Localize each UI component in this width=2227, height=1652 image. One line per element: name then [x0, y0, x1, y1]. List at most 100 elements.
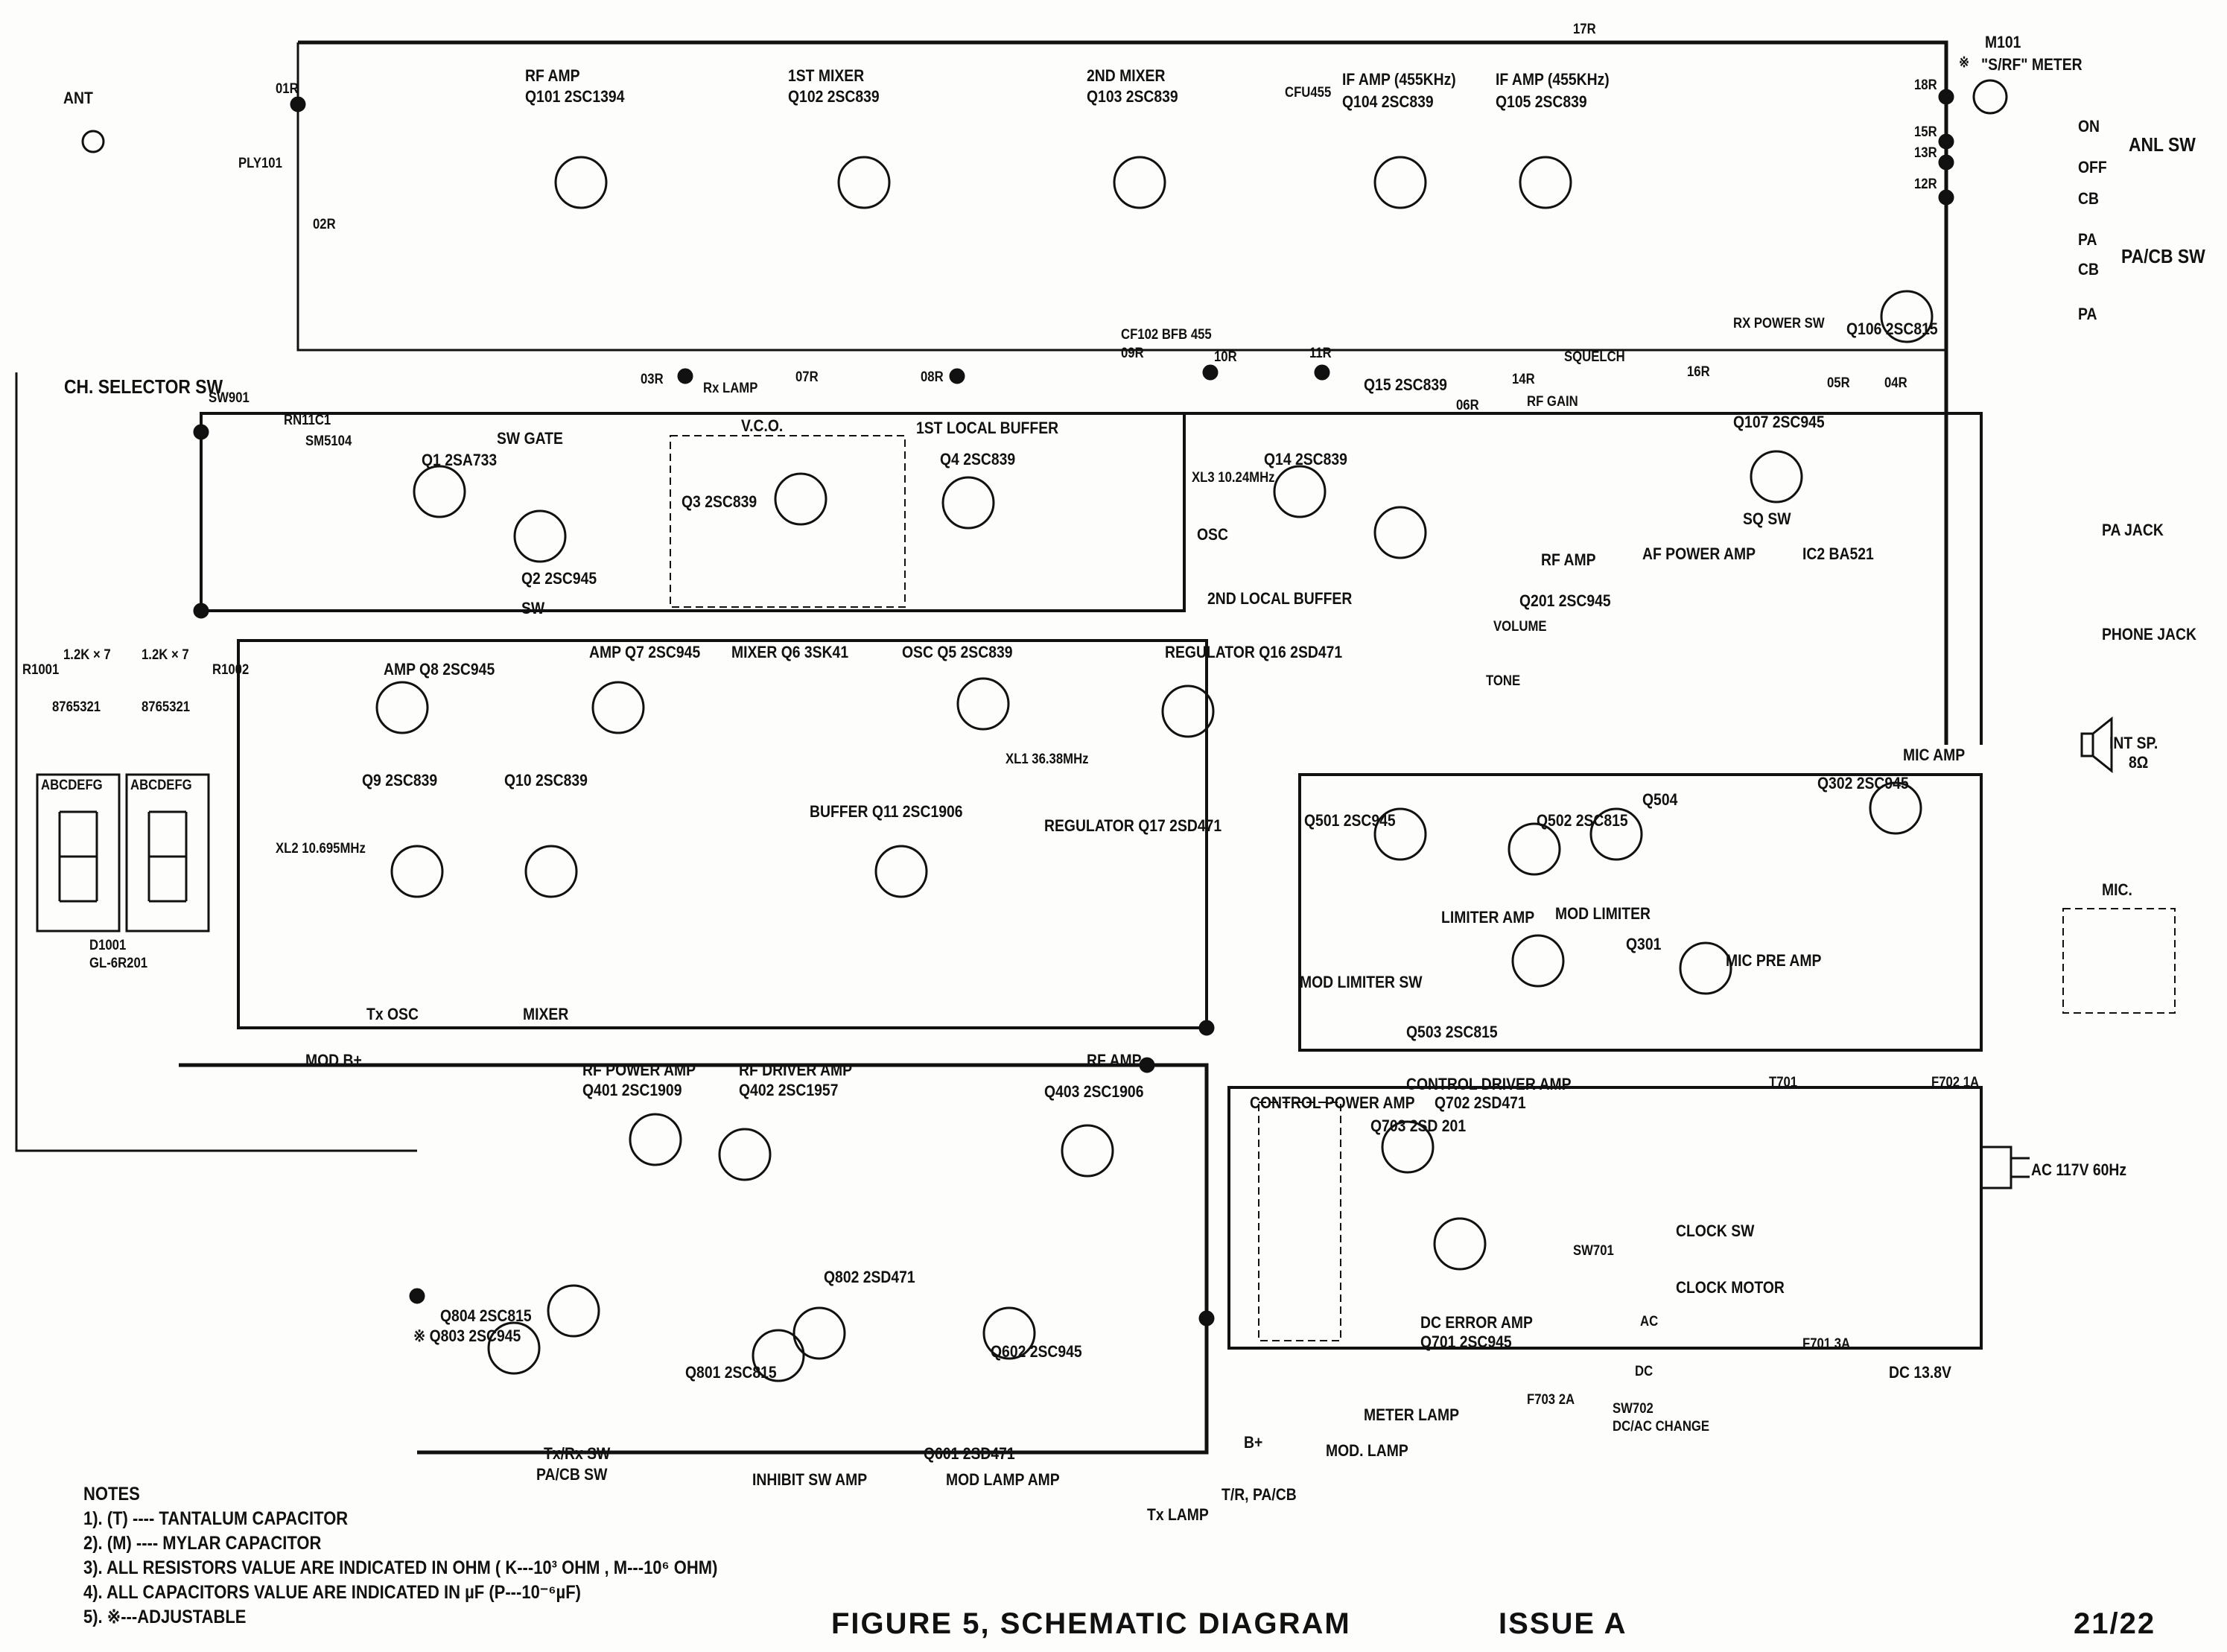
mic-amp-label: MIC AMP — [1903, 746, 1966, 764]
sm5104-label: SM5104 — [305, 433, 352, 449]
dc-error-amp-label: DC ERROR AMP — [1420, 1313, 1533, 1332]
q402-label: Q402 2SC1957 — [739, 1081, 839, 1099]
q15-label: Q15 2SC839 — [1364, 375, 1447, 394]
control-dashed-box — [1258, 1102, 1341, 1341]
q4-label: Q4 2SC839 — [940, 450, 1016, 468]
q703-label: Q703 2SD 201 — [1370, 1116, 1467, 1135]
q5-label: OSC Q5 2SC839 — [902, 643, 1013, 661]
r1001-label: R1001 — [22, 662, 60, 678]
q403-label: Q403 2SC1906 — [1044, 1082, 1144, 1101]
control-driver-amp-label: CONTROL DRIVER AMP — [1406, 1075, 1572, 1093]
pacb2-pa-label: PA — [2078, 305, 2097, 323]
q802-label: Q802 2SD471 — [824, 1268, 915, 1286]
terminal-01r: 01R — [276, 81, 299, 97]
mixer2-part: Q103 2SC839 — [1087, 87, 1178, 106]
q801-label: Q801 2SC815 — [685, 1363, 777, 1382]
sw-label: SW — [521, 599, 545, 617]
segments2-label: ABCDEFG — [130, 778, 192, 793]
q16-label: REGULATOR Q16 2SD471 — [1165, 643, 1343, 661]
mic-pre-amp-label: MIC PRE AMP — [1726, 951, 1822, 970]
q602-label: Q602 2SC945 — [991, 1342, 1082, 1361]
q302-label: Q302 2SC945 — [1817, 774, 1909, 792]
meter-id: M101 — [1985, 33, 2021, 51]
rf-driver-amp-label: RF DRIVER AMP — [739, 1061, 853, 1079]
terminal-08r: 08R — [921, 369, 944, 385]
notes-heading: NOTES — [83, 1484, 140, 1505]
meter-lamp-label: METER LAMP — [1364, 1405, 1459, 1424]
sw701-label: SW701 — [1573, 1243, 1614, 1259]
mic-label: MIC. — [2102, 880, 2132, 899]
q11-label: BUFFER Q11 2SC1906 — [810, 802, 963, 821]
terminal-13r: 13R — [1914, 145, 1937, 161]
terminal-07r: 07R — [795, 369, 819, 385]
tone-label: TONE — [1486, 673, 1521, 689]
local-buffer2-label: 2ND LOCAL BUFFER — [1207, 589, 1353, 608]
terminal-16r: 16R — [1687, 364, 1710, 380]
ac-plug-symbol — [1980, 1146, 2030, 1189]
audio-box — [1177, 412, 1983, 745]
q502-label: Q502 2SC815 — [1537, 811, 1628, 830]
rn11c1-label: RN11C1 — [284, 413, 331, 428]
rx-bus — [296, 42, 1946, 352]
volume-label: VOLUME — [1493, 619, 1547, 635]
terminal-10r: 10R — [1214, 349, 1237, 365]
q401-label: Q401 2SC1909 — [582, 1081, 682, 1099]
figure-title: FIGURE 5, SCHEMATIC DIAGRAM — [831, 1607, 1351, 1640]
note-1: 1). (T) ---- TANTALUM CAPACITOR — [83, 1508, 349, 1529]
speaker-symbol — [2080, 716, 2113, 774]
d1001-label: D1001 — [89, 938, 127, 953]
power-box — [1227, 1086, 1983, 1350]
xl3-label: XL3 10.24MHz — [1192, 470, 1275, 486]
txrx-sw-label: Tx/Rx SW — [544, 1444, 611, 1463]
note-4: 4). ALL CAPACITORS VALUE ARE INDICATED I… — [83, 1582, 582, 1603]
pacb2-cb-label: CB — [2078, 260, 2099, 279]
q804-label: Q804 2SC815 — [440, 1306, 532, 1325]
pa-cb-sw-label: PA/CB SW — [2121, 245, 2205, 267]
pins1-label: 8765321 — [52, 699, 101, 715]
q10-label: Q10 2SC839 — [504, 771, 588, 790]
notes: NOTES 1). (T) ---- TANTALUM CAPACITOR 2)… — [83, 1482, 717, 1630]
vco-dashed-box — [670, 435, 906, 608]
rf-amp-part: Q101 2SC1394 — [525, 87, 625, 106]
b-plus-label: B+ — [1244, 1433, 1263, 1452]
note-3: 3). ALL RESISTORS VALUE ARE INDICATED IN… — [83, 1557, 718, 1578]
q14-label: Q14 2SC839 — [1264, 450, 1347, 468]
ic2-label: IC2 BA521 — [1802, 544, 1874, 563]
ac-power-label: AC 117V 60Hz — [2031, 1160, 2127, 1179]
inhibit-sw-amp-label: INHIBIT SW AMP — [752, 1470, 868, 1489]
note-2: 2). (M) ---- MYLAR CAPACITOR — [83, 1533, 322, 1554]
sw-dc-label: DC — [1635, 1364, 1653, 1379]
anl-on-label: ON — [2078, 117, 2100, 136]
f702-label: F702 1A — [1931, 1075, 1980, 1090]
sw901-label: SW901 — [209, 390, 250, 406]
mixer1-title: 1ST MIXER — [788, 66, 865, 85]
tx-mixer-label: MIXER — [523, 1005, 569, 1023]
q2-label: Q2 2SC945 — [521, 569, 597, 588]
left-bus — [15, 372, 417, 1152]
q201-label: Q201 2SC945 — [1519, 591, 1611, 610]
mod-b-plus-label: MOD B+ — [305, 1051, 362, 1070]
anl-sw-label: ANL SW — [2129, 133, 2196, 156]
terminal-06r: 06R — [1456, 398, 1479, 413]
clock-sw-label: CLOCK SW — [1676, 1221, 1755, 1240]
page-number: 21/22 — [2074, 1607, 2156, 1640]
xl2-label: XL2 10.695MHz — [276, 841, 366, 857]
q501-label: Q501 2SC945 — [1304, 811, 1396, 830]
pins2-label: 8765321 — [142, 699, 191, 715]
pacb-sw-label: PA/CB SW — [536, 1465, 608, 1484]
terminal-03r: 03R — [641, 372, 664, 387]
local-buffer1-label: 1ST LOCAL BUFFER — [916, 419, 1059, 437]
terminal-14r: 14R — [1512, 372, 1535, 387]
resistor-array2-label: 1.2K × 7 — [142, 647, 189, 663]
clock-motor-label: CLOCK MOTOR — [1676, 1278, 1785, 1297]
tx-rf-amp-label: RF AMP — [1087, 1051, 1142, 1070]
q8-label: AMP Q8 2SC945 — [384, 660, 495, 679]
rf-amp-title: RF AMP — [525, 66, 580, 85]
rf-power-amp-label: RF POWER AMP — [582, 1061, 696, 1079]
mod-box — [1298, 773, 1983, 1052]
tx-osc-label: Tx OSC — [366, 1005, 419, 1023]
tx-lamp-label: Tx LAMP — [1147, 1505, 1209, 1524]
pacb1-cb-label: CB — [2078, 189, 2099, 208]
mixer1-part: Q102 2SC839 — [788, 87, 880, 106]
